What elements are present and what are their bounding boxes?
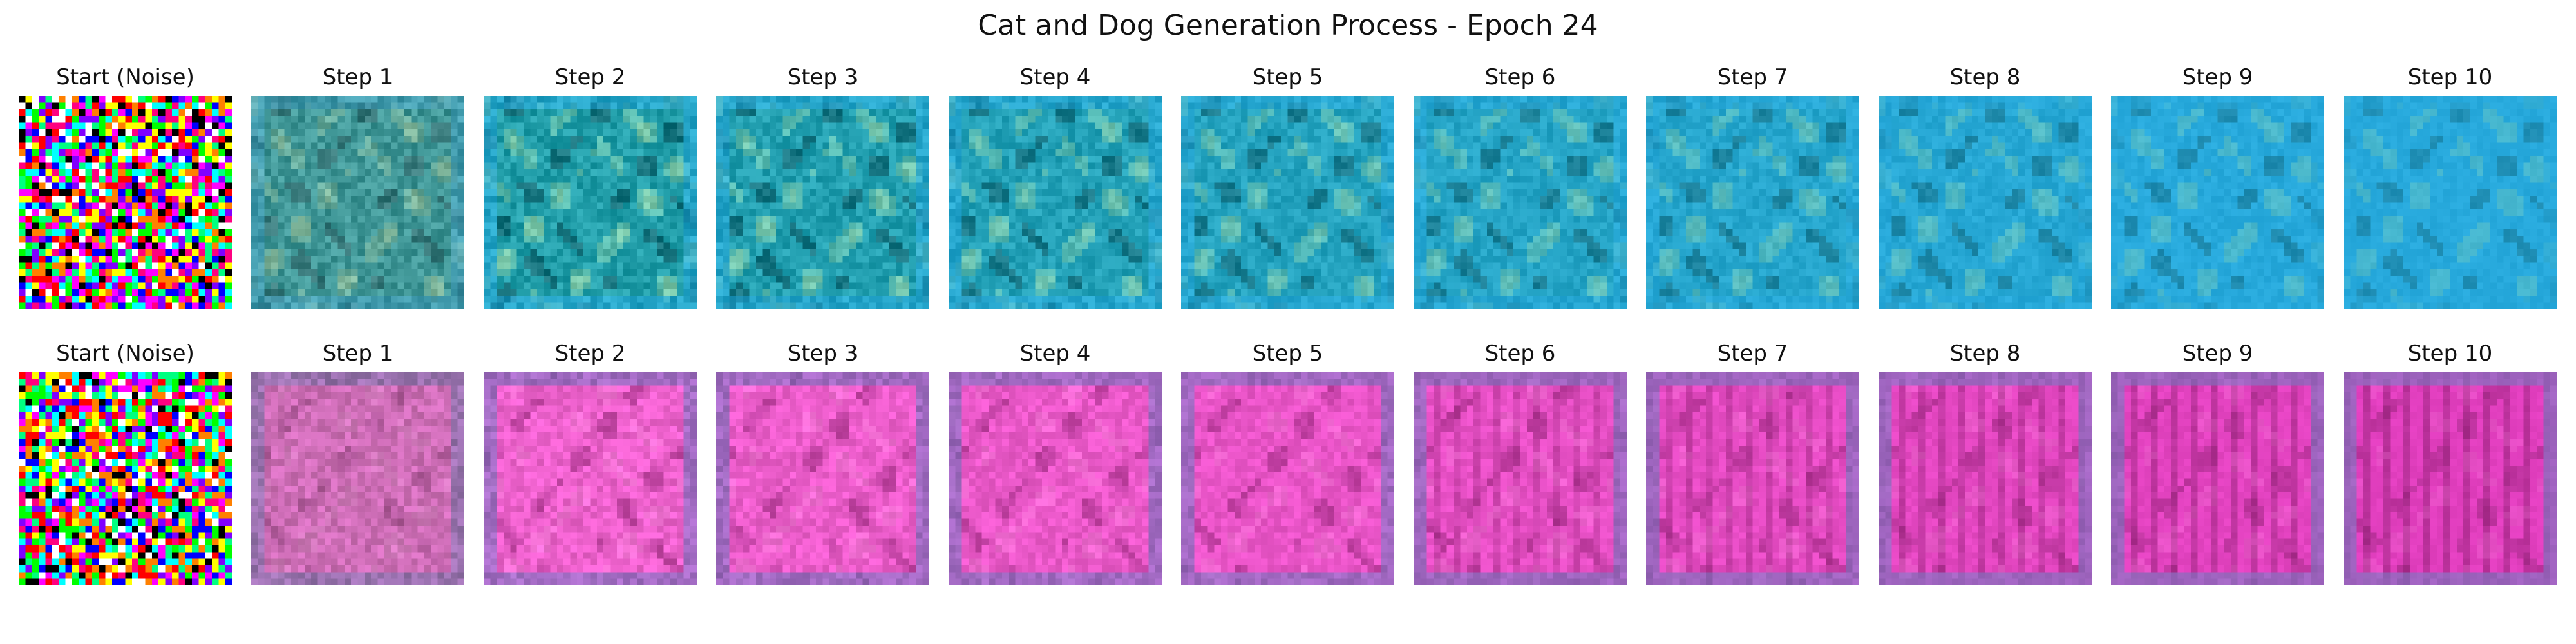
frame-label: Step 3 (787, 64, 858, 90)
frame-image-dog-6 (1414, 372, 1627, 585)
frame-image-cat-8 (1879, 96, 2092, 309)
frame-label: Step 5 (1252, 341, 1323, 366)
frame-image-dog-5 (1181, 372, 1394, 585)
frame-image-cat-9 (2111, 96, 2324, 309)
frame-label: Step 5 (1252, 64, 1323, 90)
frame-image-cat-4 (949, 96, 1162, 309)
frame-image-cat-5 (1181, 96, 1394, 309)
frame-image-cat-2 (484, 96, 697, 309)
frame-label: Step 9 (2182, 64, 2253, 90)
frame-image-cat-1 (251, 96, 464, 309)
frame-image-dog-7 (1646, 372, 1859, 585)
frame-image-cat-7 (1646, 96, 1859, 309)
figure-title: Cat and Dog Generation Process - Epoch 2… (978, 9, 1598, 42)
frame-label: Step 4 (1019, 64, 1091, 90)
frame-label: Step 10 (2407, 64, 2493, 90)
frame-label: Step 8 (1949, 341, 2021, 366)
frame-label: Step 6 (1484, 64, 1556, 90)
frame-label: Step 3 (787, 341, 858, 366)
frame-label: Step 8 (1949, 64, 2021, 90)
frame-image-cat-10 (2344, 96, 2557, 309)
frame-image-cat-3 (716, 96, 929, 309)
frame-label: Step 1 (322, 341, 393, 366)
frame-label: Step 2 (554, 341, 626, 366)
frame-image-dog-9 (2111, 372, 2324, 585)
frame-label: Step 1 (322, 64, 393, 90)
frame-label: Step 4 (1019, 341, 1091, 366)
frame-image-dog-3 (716, 372, 929, 585)
frame-label: Start (Noise) (56, 64, 194, 90)
frame-image-dog-0 (19, 372, 232, 585)
frame-label: Step 6 (1484, 341, 1556, 366)
frame-image-cat-6 (1414, 96, 1627, 309)
frame-label: Step 9 (2182, 341, 2253, 366)
frame-label: Step 7 (1717, 64, 1788, 90)
frame-image-dog-2 (484, 372, 697, 585)
frame-image-dog-8 (1879, 372, 2092, 585)
frame-label: Start (Noise) (56, 341, 194, 366)
frame-label: Step 7 (1717, 341, 1788, 366)
frame-image-dog-10 (2344, 372, 2557, 585)
frame-label: Step 2 (554, 64, 626, 90)
frame-image-dog-4 (949, 372, 1162, 585)
frame-image-dog-1 (251, 372, 464, 585)
frame-image-cat-0 (19, 96, 232, 309)
frame-label: Step 10 (2407, 341, 2493, 366)
